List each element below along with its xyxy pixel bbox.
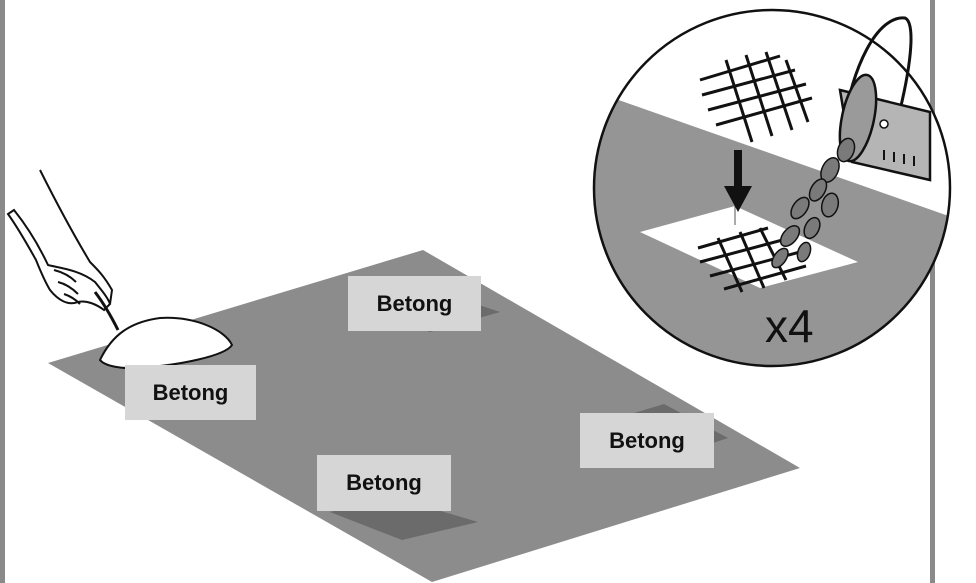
betong-label-top: Betong bbox=[348, 276, 481, 331]
left-frame-line bbox=[0, 0, 5, 583]
hand-icon bbox=[6, 169, 114, 312]
betong-label-bottom: Betong bbox=[317, 455, 451, 511]
trowel-icon bbox=[93, 291, 234, 370]
concrete-slab bbox=[48, 250, 800, 582]
betong-label-right: Betong bbox=[580, 413, 714, 468]
rebar-mesh-icon bbox=[699, 51, 813, 143]
betong-label-left: Betong bbox=[125, 365, 256, 420]
right-frame-line bbox=[930, 0, 935, 583]
down-arrow-icon bbox=[724, 150, 752, 212]
quantity-multiplier: x4 bbox=[765, 300, 814, 352]
inset-detail bbox=[594, 10, 950, 366]
stones-icon bbox=[771, 137, 856, 269]
bucket-icon bbox=[838, 16, 932, 182]
inset-circle bbox=[592, 8, 952, 368]
